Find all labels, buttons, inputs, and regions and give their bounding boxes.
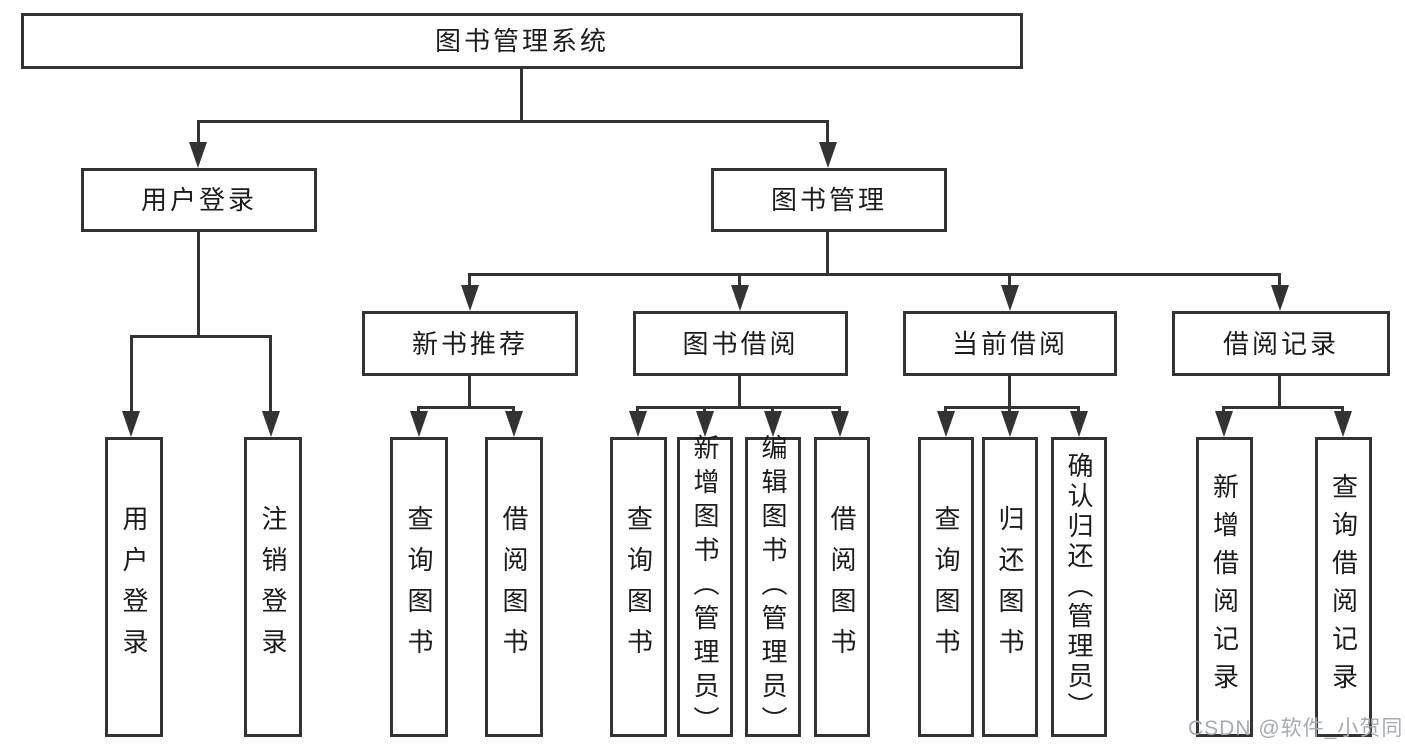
arrow-down-icon: [189, 142, 207, 168]
leaf-label: 用户登录: [119, 505, 149, 669]
connector-line: [1222, 406, 1344, 409]
node-label: 用户登录: [140, 185, 257, 215]
leaf-borrow-books-borrowing: 借阅图书: [814, 437, 870, 737]
leaf-label: 注销登录: [258, 505, 288, 669]
node-new-book-recommendation: 新书推荐: [362, 311, 578, 376]
connector-line: [417, 406, 420, 413]
arrow-down-icon: [819, 142, 837, 168]
leaf-label: 归还图书: [995, 505, 1025, 669]
node-borrowing-records: 借阅记录: [1172, 311, 1390, 376]
connector-line: [826, 120, 829, 146]
arrow-down-icon: [831, 411, 849, 437]
arrow-down-icon: [461, 285, 479, 311]
node-book-management-system: 图书管理系统: [21, 13, 1023, 69]
connector-line: [738, 376, 741, 407]
leaf-label: 编辑图书（管理员）: [758, 434, 788, 740]
connector-line: [130, 335, 272, 338]
connector-line: [197, 232, 200, 336]
arrow-down-icon: [1334, 411, 1352, 437]
connector-line: [944, 406, 947, 413]
arrow-down-icon: [410, 411, 428, 437]
watermark: CSDN @软件_小贺同学: [1188, 717, 1405, 740]
arrow-down-icon: [1271, 285, 1289, 311]
arrow-down-icon: [696, 411, 714, 437]
connector-line: [468, 273, 471, 288]
node-book-management: 图书管理: [711, 168, 947, 232]
connector-line: [1222, 406, 1225, 413]
connector-line: [636, 406, 639, 413]
arrow-down-icon: [1070, 411, 1088, 437]
connector-line: [1008, 273, 1011, 288]
arrow-down-icon: [122, 411, 140, 437]
connector-line: [703, 406, 706, 413]
leaf-query-borrow-record: 查询借阅记录: [1315, 437, 1372, 737]
connector-line: [1008, 406, 1011, 413]
connector-line: [512, 406, 515, 413]
arrow-down-icon: [937, 411, 955, 437]
arrow-down-icon: [731, 285, 749, 311]
arrow-down-icon: [505, 411, 523, 437]
leaf-edit-books-admin: 编辑图书（管理员）: [745, 434, 801, 740]
leaf-user-login: 用户登录: [105, 437, 163, 737]
leaf-return-books: 归还图书: [982, 437, 1038, 737]
leaf-query-books-recommend: 查询图书: [390, 437, 448, 737]
node-label: 借阅记录: [1222, 328, 1339, 359]
node-book-borrowing: 图书借阅: [633, 311, 848, 376]
leaf-confirm-return-admin: 确认归还（管理员）: [1051, 437, 1107, 737]
leaf-label: 查询借阅记录: [1328, 473, 1359, 701]
connector-line: [636, 406, 841, 409]
connector-line: [1278, 376, 1281, 407]
arrow-down-icon: [1215, 411, 1233, 437]
node-label: 图书管理: [770, 185, 887, 215]
connector-line: [1341, 406, 1344, 413]
connector-line: [944, 406, 1080, 409]
leaf-label: 借阅图书: [499, 505, 529, 669]
node-label: 新书推荐: [411, 328, 528, 359]
leaf-add-books-admin: 新增图书（管理员）: [677, 434, 733, 740]
connector-line: [520, 69, 523, 121]
connector-line: [417, 406, 515, 409]
arrow-down-icon: [764, 411, 782, 437]
node-label: 图书管理系统: [434, 26, 609, 56]
connector-line: [826, 232, 829, 274]
leaf-logout: 注销登录: [244, 437, 302, 737]
node-label: 图书借阅: [682, 328, 799, 359]
leaf-query-books-current: 查询图书: [918, 437, 974, 737]
leaf-borrow-books-recommend: 借阅图书: [485, 437, 543, 737]
leaf-label: 确认归还（管理员）: [1064, 452, 1094, 722]
arrow-down-icon: [262, 411, 280, 437]
leaf-label: 查询图书: [931, 505, 961, 669]
leaf-label: 查询图书: [404, 505, 434, 669]
arrow-down-icon: [1001, 411, 1019, 437]
leaf-label: 新增图书（管理员）: [690, 434, 720, 740]
node-current-borrowing: 当前借阅: [903, 311, 1117, 376]
arrow-down-icon: [1001, 285, 1019, 311]
arrow-down-icon: [629, 411, 647, 437]
connector-line: [738, 273, 741, 288]
node-label: 当前借阅: [951, 328, 1068, 359]
connector-line: [468, 376, 471, 407]
connector-line: [269, 335, 272, 413]
connector-line: [1008, 376, 1011, 407]
connector-line: [771, 406, 774, 413]
leaf-label: 借阅图书: [827, 505, 857, 669]
leaf-label: 新增借阅记录: [1209, 473, 1240, 701]
connector-line: [1278, 273, 1281, 288]
connector-line: [1077, 406, 1080, 413]
connector-line: [197, 120, 200, 145]
leaf-label: 查询图书: [623, 505, 654, 669]
connector-line: [838, 406, 841, 413]
node-user-login: 用户登录: [81, 168, 317, 232]
leaf-query-books-borrowing: 查询图书: [610, 437, 667, 737]
leaf-add-borrow-record: 新增借阅记录: [1196, 437, 1253, 737]
connector-line: [468, 273, 1281, 276]
connector-line: [130, 335, 133, 413]
connector-line: [197, 120, 829, 123]
